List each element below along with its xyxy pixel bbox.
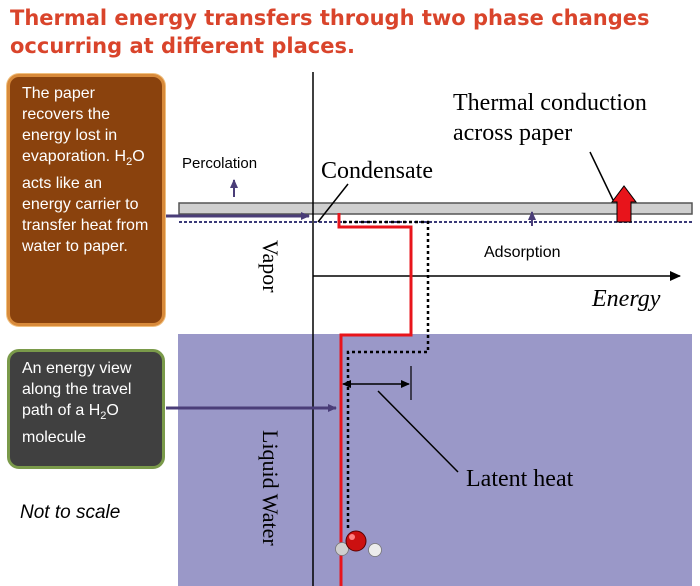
not-to-scale-label: Not to scale [20, 502, 120, 523]
condensate-label: Condensate [321, 158, 433, 184]
energy-view-text-2: O molecule [22, 402, 119, 447]
energy-view-subscript: 2 [100, 410, 107, 423]
condensate-leader [317, 183, 349, 223]
paper-energy-callout: The paper recovers the energy lost in ev… [7, 74, 165, 326]
liquid-water-region [178, 334, 692, 586]
paper-callout-text-1: The paper recovers the energy lost in ev… [22, 85, 127, 165]
paper-callout-subscript: 2 [126, 156, 133, 169]
red-energy-path [337, 213, 413, 586]
latent-heat-leader [377, 390, 459, 473]
diagram-title: Thermal energy transfers through two pha… [10, 6, 650, 58]
vapor-label: Vapor [258, 240, 283, 293]
dotted-energy-path [339, 220, 430, 528]
water-molecule-icon [335, 530, 382, 557]
thermal-conduction-label-line2: across paper [453, 120, 572, 146]
latent-heat-label: Latent heat [466, 466, 574, 492]
energy-axis-label: Energy [591, 286, 661, 312]
conduction-leader [589, 151, 615, 203]
adsorption-label: Adsorption [484, 244, 561, 261]
thermal-conduction-label-line1: Thermal conduction [453, 90, 647, 116]
paper-callout-text-2: O acts like an energy carrier to transfe… [22, 148, 149, 256]
liquid-water-label: Liquid Water [258, 430, 283, 546]
percolation-label: Percolation [182, 155, 257, 172]
energy-view-text-1: An energy view along the travel path of … [22, 360, 132, 419]
paper-strip [178, 202, 693, 215]
thermal-conduction-arrow-icon [611, 185, 637, 223]
energy-view-callout: An energy view along the travel path of … [7, 349, 165, 469]
